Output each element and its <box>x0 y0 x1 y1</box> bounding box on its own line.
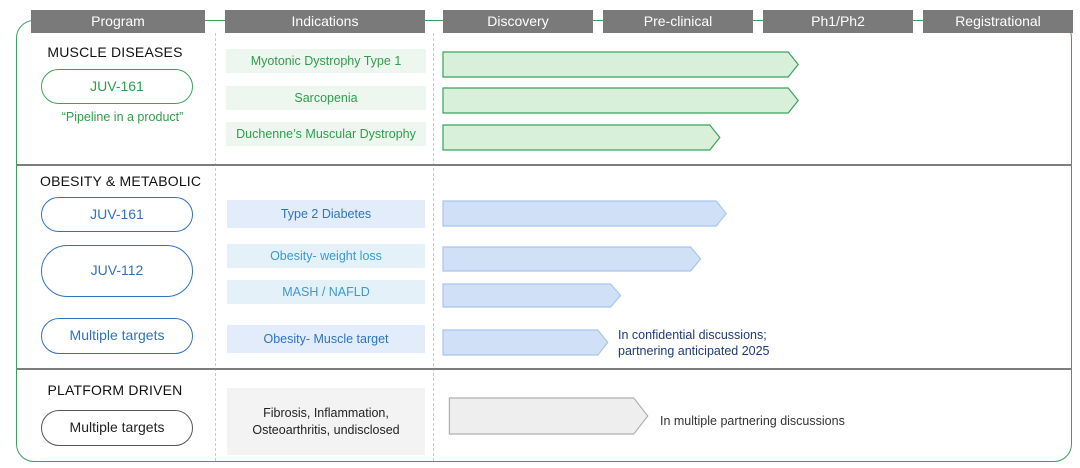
section-title-obesity: OBESITY & METABOLIC <box>40 173 202 189</box>
pipeline-bar <box>442 246 702 272</box>
pipeline-bar <box>442 51 799 78</box>
pipeline-bar <box>442 200 727 227</box>
program-pill-multiple-targets-platform[interactable]: Multiple targets <box>41 410 193 446</box>
metabolic-partnering-note: In confidential discussions; partnering … <box>618 327 770 359</box>
pipeline-bar <box>442 283 622 308</box>
section-divider <box>17 164 1072 166</box>
header-connector <box>205 20 225 21</box>
column-divider <box>433 33 434 461</box>
program-pill-multiple-targets-metabolic[interactable]: Multiple targets <box>41 318 193 354</box>
pipeline-bar <box>442 87 799 114</box>
pipeline-bar <box>448 397 649 435</box>
pipeline-bar <box>442 124 721 151</box>
column-divider <box>215 33 216 461</box>
indication-type2-diabetes: Type 2 Diabetes <box>227 200 425 228</box>
section-title-platform: PLATFORM DRIVEN <box>47 382 183 398</box>
header-indications: Indications <box>225 10 425 33</box>
indication-sarcopenia: Sarcopenia <box>226 86 426 110</box>
indication-fibrosis-inflammation: Fibrosis, Inflammation, Osteoarthritis, … <box>227 388 425 455</box>
section-title-muscle: MUSCLE DISEASES <box>47 44 183 60</box>
indication-obesity-muscle-target: Obesity- Muscle target <box>227 325 425 353</box>
indication-myotonic-dystrophy: Myotonic Dystrophy Type 1 <box>226 49 426 73</box>
program-pill-juv161-metabolic[interactable]: JUV-161 <box>41 197 193 232</box>
program-pill-juv112[interactable]: JUV-112 <box>41 245 193 297</box>
header-connector <box>593 20 603 21</box>
header-program: Program <box>31 10 205 33</box>
header-stage-discovery: Discovery <box>443 10 593 33</box>
header-connector <box>425 20 443 21</box>
program-tagline: “Pipeline in a product” <box>61 110 184 124</box>
header-stage-ph1ph2: Ph1/Ph2 <box>763 10 913 33</box>
note-line: partnering anticipated 2025 <box>618 344 770 358</box>
header-connector <box>913 20 923 21</box>
pipeline-bar <box>442 329 609 356</box>
indication-line: Osteoarthritis, undisclosed <box>252 423 400 437</box>
indication-mash-nafld: MASH / NAFLD <box>227 280 425 304</box>
indication-duchenne: Duchenne’s Muscular Dystrophy <box>226 122 426 146</box>
header-stage-preclinical: Pre-clinical <box>603 10 753 33</box>
platform-partnering-note: In multiple partnering discussions <box>660 414 845 428</box>
indication-line: Fibrosis, Inflammation, <box>263 406 389 420</box>
program-pill-juv161-muscle[interactable]: JUV-161 <box>41 69 193 104</box>
note-line: In confidential discussions; <box>618 328 767 342</box>
indication-obesity-weight-loss: Obesity- weight loss <box>227 244 425 268</box>
header-connector <box>753 20 763 21</box>
header-stage-registrational: Registrational <box>923 10 1073 33</box>
section-divider <box>17 368 1072 370</box>
